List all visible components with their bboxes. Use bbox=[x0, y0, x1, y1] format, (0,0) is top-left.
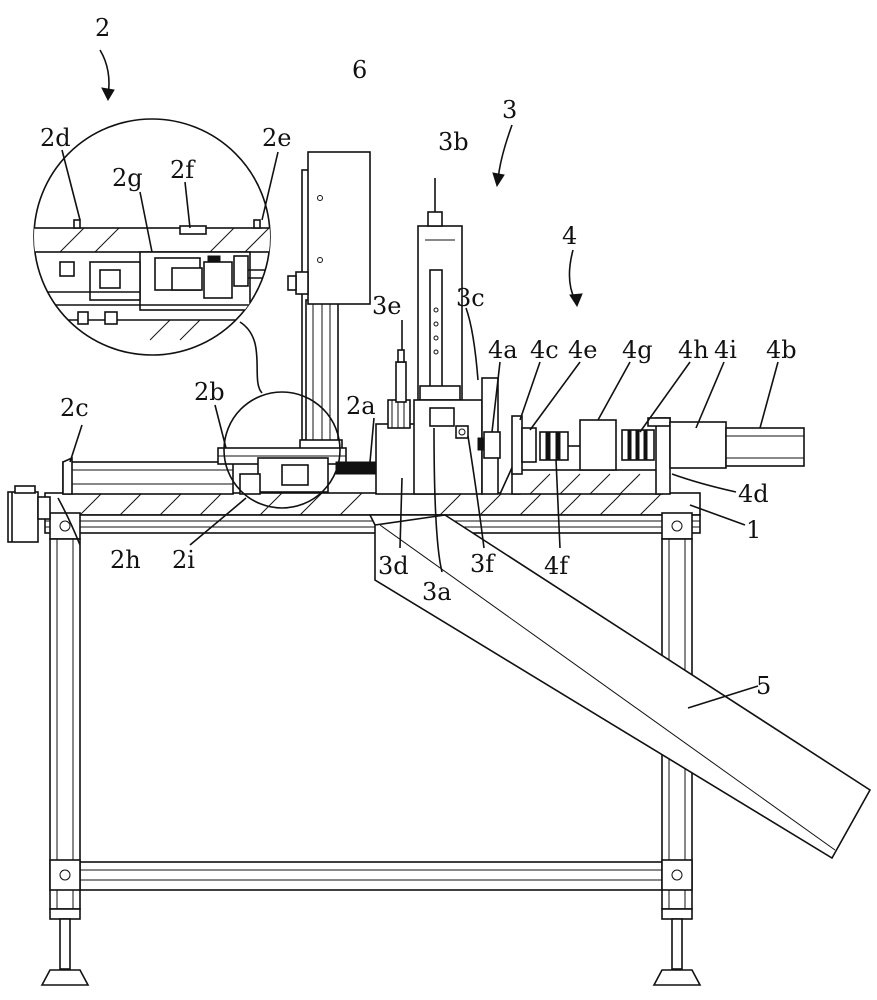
feed-track bbox=[62, 447, 347, 495]
detail-circle-enlarged bbox=[33, 118, 271, 356]
press-unit bbox=[335, 211, 499, 495]
label-3: 3 bbox=[502, 96, 517, 124]
leader-lines bbox=[57, 49, 779, 709]
control-cabinet bbox=[287, 151, 371, 305]
label-2e: 2e bbox=[262, 124, 291, 152]
label-2b: 2b bbox=[194, 378, 225, 406]
label-3d: 3d bbox=[378, 552, 409, 580]
detail-connector bbox=[239, 321, 263, 394]
reference-labels: 2 6 3 3b 4 2d 2e 2g 2f 3e 3c 4a 4c 4e 4g… bbox=[40, 14, 797, 700]
spindle-unit bbox=[477, 415, 805, 495]
label-4b: 4b bbox=[766, 336, 797, 364]
label-4h: 4h bbox=[678, 336, 709, 364]
label-3f: 3f bbox=[470, 550, 496, 578]
label-3c: 3c bbox=[456, 284, 485, 312]
label-2h: 2h bbox=[110, 546, 141, 574]
label-2a: 2a bbox=[346, 392, 376, 420]
label-3a: 3a bbox=[422, 578, 452, 606]
label-2: 2 bbox=[95, 14, 110, 42]
label-5: 5 bbox=[756, 672, 771, 700]
label-4a: 4a bbox=[488, 336, 518, 364]
label-6: 6 bbox=[352, 56, 367, 84]
label-2c: 2c bbox=[60, 394, 89, 422]
label-4i: 4i bbox=[714, 336, 737, 364]
label-4: 4 bbox=[562, 222, 577, 250]
label-4c: 4c bbox=[530, 336, 559, 364]
discharge-chute bbox=[368, 514, 872, 860]
detail-circle-small bbox=[223, 391, 341, 509]
label-4f: 4f bbox=[544, 552, 570, 580]
label-1: 1 bbox=[746, 516, 761, 544]
label-2i: 2i bbox=[172, 546, 195, 574]
table-top-hatching bbox=[79, 492, 663, 516]
label-4e: 4e bbox=[568, 336, 597, 364]
label-2d: 2d bbox=[40, 124, 71, 152]
label-3b: 3b bbox=[438, 128, 469, 156]
label-4g: 4g bbox=[622, 336, 653, 364]
label-4d: 4d bbox=[738, 480, 769, 508]
label-2f: 2f bbox=[170, 156, 196, 184]
label-2g: 2g bbox=[112, 164, 143, 192]
label-3e: 3e bbox=[372, 292, 401, 320]
